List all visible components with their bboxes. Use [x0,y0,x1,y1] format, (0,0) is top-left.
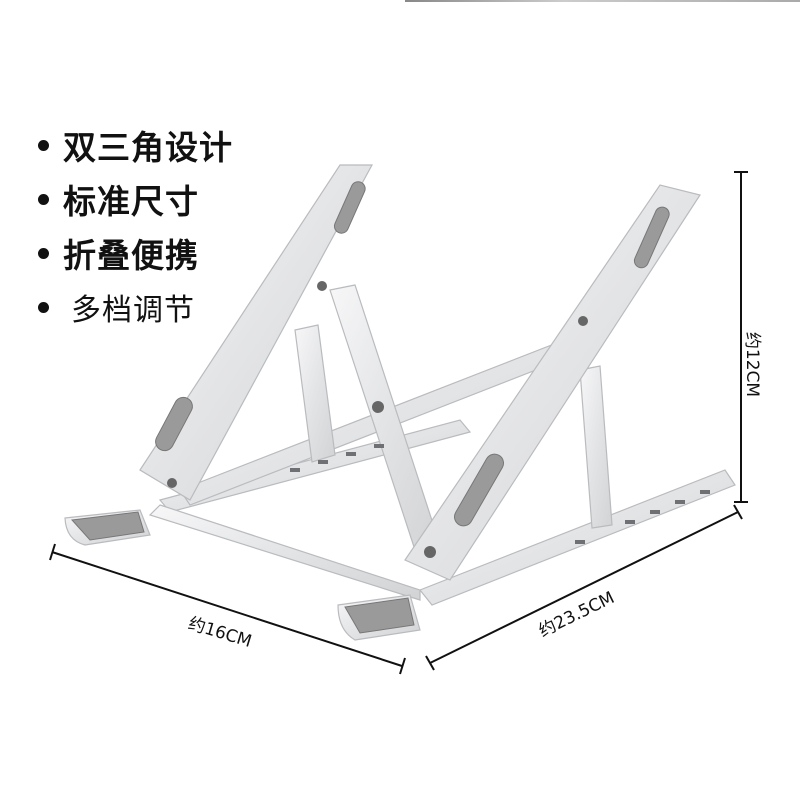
feature-item: 多档调节 [38,280,233,334]
bullet-icon [38,193,49,205]
feature-label: 多档调节 [71,293,195,328]
top-border-line [405,0,800,2]
bullet-icon [38,301,49,313]
feature-item: 折叠便携 [38,226,233,280]
feature-list: 双三角设计 标准尺寸 折叠便携 多档调节 [38,118,233,334]
height-dimension-label: 约12CM [742,331,763,398]
bullet-icon [38,247,49,259]
feature-label: 标准尺寸 [63,182,199,221]
feature-label: 折叠便携 [63,236,199,275]
feature-item: 双三角设计 [38,118,233,172]
feature-item: 标准尺寸 [38,172,233,226]
feature-label: 双三角设计 [63,128,233,167]
bullet-icon [38,139,49,151]
